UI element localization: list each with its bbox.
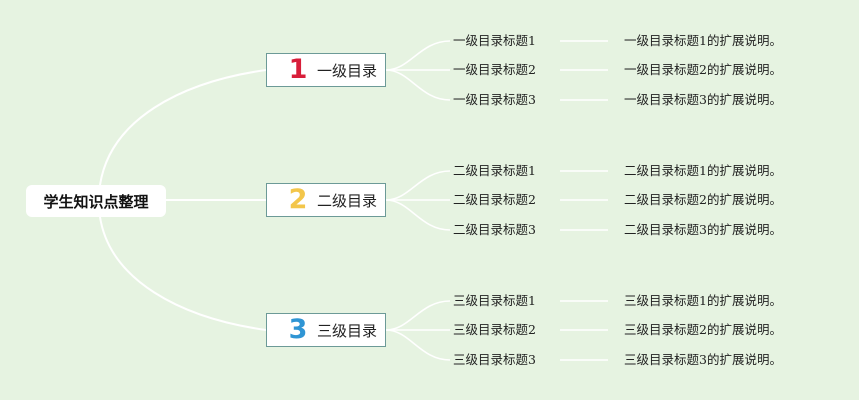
topic-title[interactable]: 二级目录标题3 (453, 222, 536, 237)
topic-title[interactable]: 二级目录标题2 (453, 192, 536, 207)
topic-title[interactable]: 三级目录标题2 (453, 322, 536, 337)
root-connector-3 (99, 216, 267, 331)
branch-node-label: 一级目录 (317, 61, 378, 80)
branch-node-2[interactable]: 2 二级目录 (266, 183, 386, 217)
topic-description[interactable]: 一级目录标题3的扩展说明。 (624, 92, 782, 107)
topic-description[interactable]: 三级目录标题3的扩展说明。 (624, 352, 782, 367)
topic-title[interactable]: 三级目录标题1 (453, 293, 536, 308)
topic-description[interactable]: 一级目录标题2的扩展说明。 (624, 62, 782, 77)
topic-description[interactable]: 一级目录标题1的扩展说明。 (624, 33, 782, 48)
topic-title[interactable]: 一级目录标题2 (453, 62, 536, 77)
branch-node-label: 二级目录 (317, 191, 378, 210)
branch1-connector-a (385, 40, 451, 71)
branch-node-label: 三级目录 (317, 321, 378, 340)
branch2-connector-c (385, 199, 451, 231)
branch3-connector-c (385, 329, 451, 361)
root-node-label: 学生知识点整理 (43, 192, 149, 211)
branch2-connector-a (385, 170, 451, 201)
topic-description[interactable]: 三级目录标题2的扩展说明。 (624, 322, 782, 337)
number-1-icon: 1 (288, 54, 308, 85)
branch-node-1[interactable]: 1 一级目录 (266, 53, 386, 87)
number-2-icon: 2 (288, 184, 308, 215)
topic-description[interactable]: 二级目录标题3的扩展说明。 (624, 222, 782, 237)
topic-title[interactable]: 二级目录标题1 (453, 163, 536, 178)
topic-title[interactable]: 一级目录标题1 (453, 33, 536, 48)
topic-description[interactable]: 三级目录标题1的扩展说明。 (624, 293, 782, 308)
topic-title[interactable]: 一级目录标题3 (453, 92, 536, 107)
topic-description[interactable]: 二级目录标题2的扩展说明。 (624, 192, 782, 207)
branch-node-3[interactable]: 3 三级目录 (266, 313, 386, 347)
root-connector-1 (99, 69, 267, 186)
number-3-icon: 3 (288, 314, 308, 345)
topic-title[interactable]: 三级目录标题3 (453, 352, 536, 367)
topic-description[interactable]: 二级目录标题1的扩展说明。 (624, 163, 782, 178)
root-node[interactable]: 学生知识点整理 (26, 185, 166, 217)
branch1-connector-c (385, 69, 451, 101)
branch3-connector-a (385, 300, 451, 331)
